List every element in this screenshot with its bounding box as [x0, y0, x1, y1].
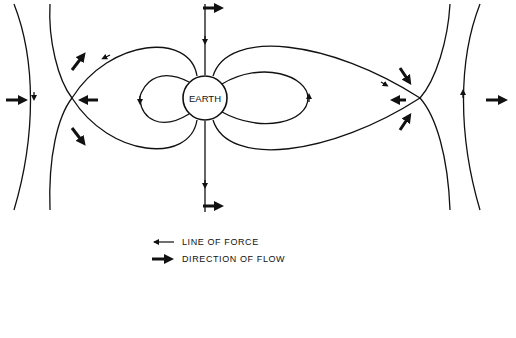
legend-sample-head: [164, 254, 174, 264]
line-of-force-arrow: [381, 82, 386, 85]
interplanetary-field-line: [464, 4, 481, 210]
flow-arrow: [72, 128, 82, 141]
flow-arrow: [400, 68, 408, 80]
interplanetary-field-line: [14, 4, 31, 210]
line-of-force-arrow: [204, 180, 205, 186]
legend-row: DIRECTION OF FLOW: [150, 253, 285, 265]
flow-arrow: [203, 7, 218, 10]
inner-field-loop: [222, 72, 308, 124]
polar-field-line: [204, 4, 205, 75]
flow-arrow-sample: [150, 253, 176, 265]
flow-arrow: [203, 205, 218, 208]
polar-field-line: [204, 121, 205, 212]
open-field-line: [420, 98, 450, 210]
line-of-force-arrow: [462, 92, 463, 98]
outer-field-loop: [72, 47, 197, 98]
node-label: EARTH: [189, 93, 221, 104]
line-of-force-arrow: [308, 96, 309, 102]
flow-arrow: [396, 99, 406, 102]
open-field-line: [420, 4, 450, 98]
flow-arrow: [486, 99, 502, 102]
open-field-line: [50, 98, 72, 210]
line-of-force-arrow: [33, 92, 34, 98]
outer-field-loop: [72, 98, 197, 149]
earth-outline: [183, 76, 227, 120]
legend-row: LINE OF FORCE: [150, 236, 259, 248]
line-of-force-sample: [150, 236, 176, 248]
open-field-line: [50, 4, 72, 98]
flow-arrow: [6, 99, 22, 102]
legend-label: DIRECTION OF FLOW: [182, 254, 285, 264]
flow-arrow: [72, 57, 82, 70]
outer-field-loop: [213, 46, 420, 98]
line-of-force-arrow: [104, 55, 110, 58]
outer-field-loop: [213, 98, 420, 150]
flow-arrow: [84, 99, 98, 102]
legend-sample-head: [153, 239, 159, 245]
inner-field-loop: [140, 76, 189, 123]
legend-sample-line: [152, 258, 165, 261]
flow-arrow: [400, 118, 408, 130]
earth-circle: EARTH: [182, 75, 228, 121]
line-of-force-arrow: [139, 96, 140, 102]
legend-label: LINE OF FORCE: [182, 237, 259, 247]
line-of-force-arrow: [204, 36, 205, 42]
